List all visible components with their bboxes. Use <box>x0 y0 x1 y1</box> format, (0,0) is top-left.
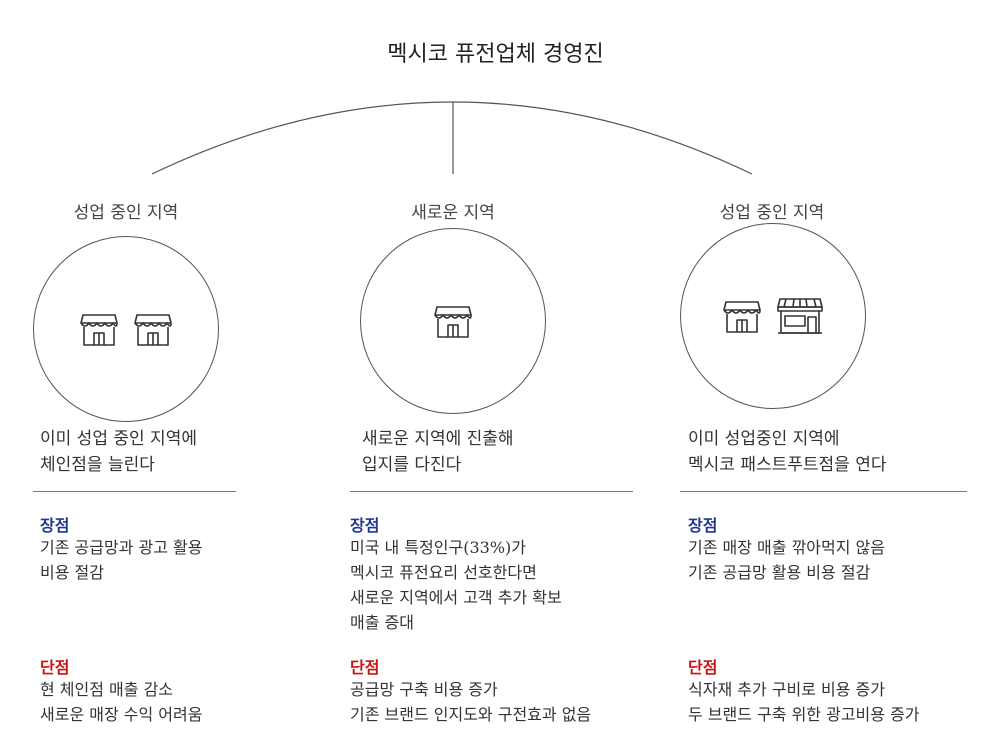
store-icon <box>79 309 119 349</box>
option-circle <box>33 236 219 422</box>
option-summary: 새로운 지역에 진출해 입지를 다진다 <box>362 429 514 475</box>
cons-list: 식자재 추가 구비로 비용 증가 두 브랜드 구축 위한 광고비용 증가 <box>688 677 920 727</box>
list-item: 새로운 매장 수익 어려움 <box>40 705 203 724</box>
list-item: 멕시코 퓨전요리 선호한다면 <box>350 563 537 582</box>
option-circle <box>360 228 546 414</box>
option-summary: 이미 성업 중인 지역에 체인점을 늘린다 <box>40 429 197 475</box>
cons-list: 현 체인점 매출 감소 새로운 매장 수익 어려움 <box>40 677 202 727</box>
cons-heading: 단점 <box>350 658 380 677</box>
cons-heading: 단점 <box>688 658 718 677</box>
list-item: 기존 매장 매출 깎아먹지 않음 <box>688 538 885 557</box>
list-item: 새로운 지역에서 고객 추가 확보 <box>350 588 562 607</box>
column-label: 새로운 지역 <box>411 203 495 223</box>
list-item: 기존 브랜드 인지도와 구전효과 없음 <box>350 705 592 724</box>
list-item: 현 체인점 매출 감소 <box>40 680 174 699</box>
list-item: 공급망 구축 비용 증가 <box>350 680 498 699</box>
pros-heading: 장점 <box>40 516 70 535</box>
list-item: 비용 절감 <box>40 563 104 582</box>
pros-list: 기존 공급망과 광고 활용 비용 절감 <box>40 535 202 585</box>
list-item: 매출 증대 <box>350 613 414 632</box>
cons-list: 공급망 구축 비용 증가 기존 브랜드 인지도와 구전효과 없음 <box>350 677 591 727</box>
diagram-title: 멕시코 퓨전업체 경영진 <box>387 42 604 67</box>
pros-list: 기존 매장 매출 깎아먹지 않음 기존 공급망 활용 비용 절감 <box>688 535 885 585</box>
divider <box>680 491 967 492</box>
list-item: 식자재 추가 구비로 비용 증가 <box>688 680 885 699</box>
branch-connector <box>151 101 753 175</box>
column-label: 성업 중인 지역 <box>719 203 825 223</box>
store-icon <box>433 301 473 341</box>
list-item: 기존 공급망 활용 비용 절감 <box>688 563 871 582</box>
divider <box>350 491 633 492</box>
fast-food-store-icon <box>776 295 824 337</box>
pros-heading: 장점 <box>688 516 718 535</box>
option-summary: 이미 성업중인 지역에 멕시코 패스트푸트점을 연다 <box>688 429 887 475</box>
divider <box>33 491 236 492</box>
list-item: 두 브랜드 구축 위한 광고비용 증가 <box>688 705 920 724</box>
store-icon <box>133 309 173 349</box>
branch-arc <box>151 101 753 175</box>
list-item: 기존 공급망과 광고 활용 <box>40 538 203 557</box>
cons-heading: 단점 <box>40 658 70 677</box>
list-item: 미국 내 특정인구(33%)가 <box>350 538 526 557</box>
option-circle <box>680 223 866 409</box>
store-icon <box>722 296 762 336</box>
pros-heading: 장점 <box>350 516 380 535</box>
pros-list: 미국 내 특정인구(33%)가 멕시코 퓨전요리 선호한다면 새로운 지역에서 … <box>350 535 562 635</box>
column-label: 성업 중인 지역 <box>73 203 179 223</box>
